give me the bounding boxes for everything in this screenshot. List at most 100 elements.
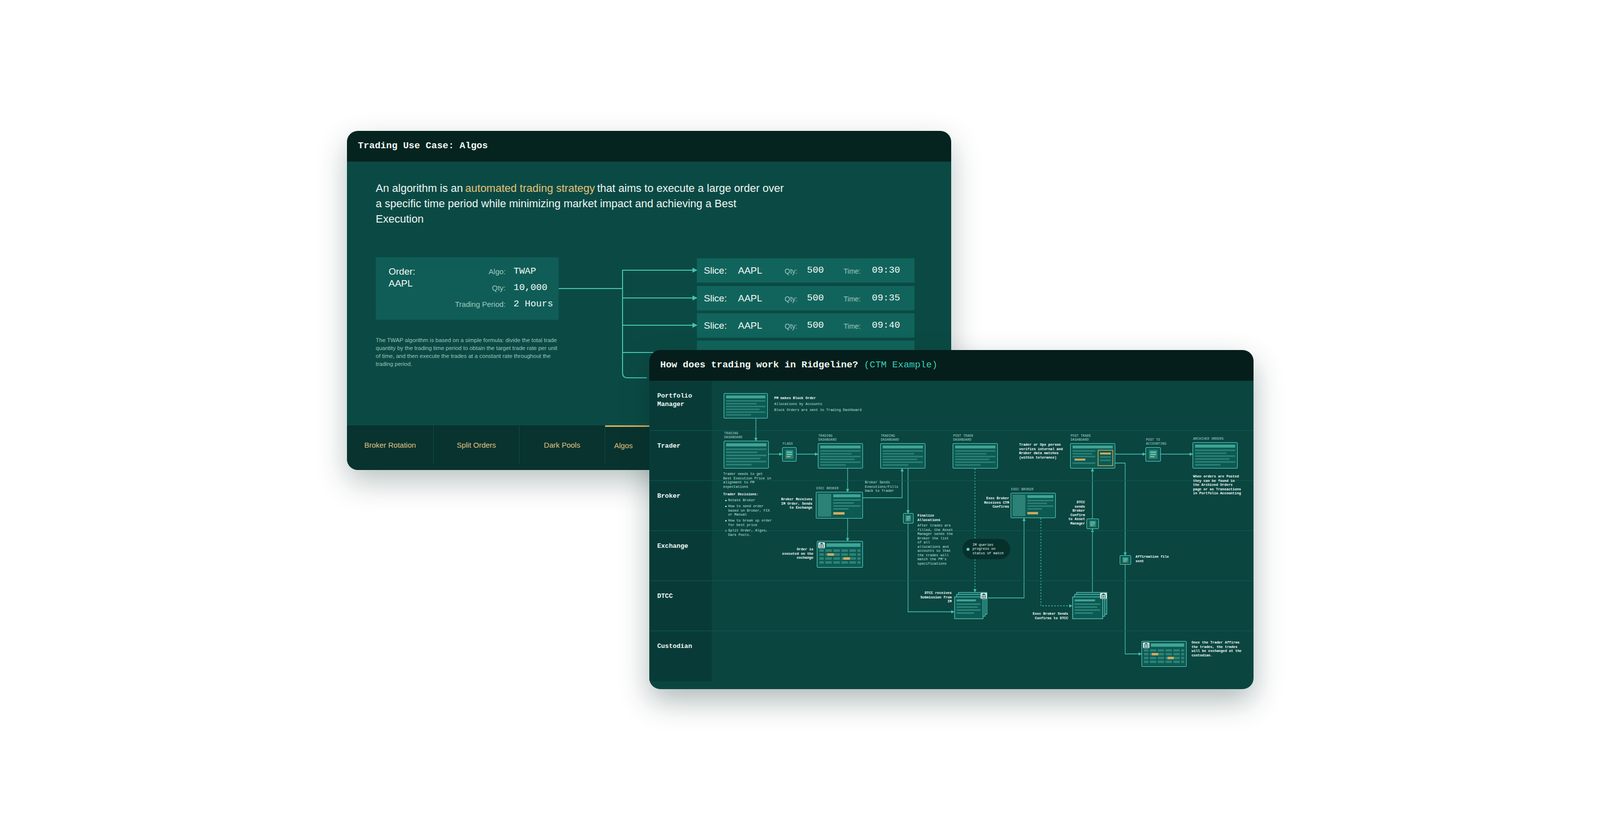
thumbnail-art [782,447,797,461]
slice-box: Slice:AAPLQty:500Time:09:35 [696,285,915,311]
text-holder: Trading Period: [405,298,506,310]
text-holder: Algo: [425,265,506,278]
text-holder: 500 [806,292,837,304]
text-holder: EXEC BROKER [816,486,847,491]
text-holder: 500 [806,319,837,332]
thumbnail-art [816,492,863,518]
thumbnail-art [954,591,988,620]
label-text: Exec Broker Receives CTM Confirms [980,496,1010,510]
label-text: 09:35 [871,292,912,304]
title-row: How does trading work in Ridgeline?(CTM … [660,359,938,371]
label-text: Slice: [703,319,739,332]
label-text: Broker Receives IM Order, Sends to Excha… [775,497,813,511]
text-holder: 09:30 [871,264,912,277]
dashboard-thumbnail: POST TRADE DASHBOARD [952,443,998,469]
step-icon: POST TO ACCOUNTING [1145,447,1161,462]
card-panel: How does trading work in Ridgeline?(CTM … [649,349,1254,689]
label-text: Order is executed on the exchange [780,547,814,561]
label-text: 10,000 [513,282,558,294]
label-text: TWAP [513,265,558,278]
note-text: The TWAP algorithm is based on a simple … [375,336,560,368]
thumbnail-art [818,443,863,468]
thumbnail-art [785,450,794,459]
label-text: POST TRADE DASHBOARD [1070,434,1093,443]
text-holder: DTCC sends Broker Confirm to Asset Manag… [1065,500,1086,526]
label-text: Algo: [425,265,506,278]
thumbnail-art [1072,592,1107,619]
thumbnail-art [882,445,923,466]
intro-paragraph: An algorithm is an automated trading str… [375,180,788,227]
text-holder: Trader [657,441,707,451]
label-text: Trader or Ops person verifies internal a… [1019,442,1068,460]
connector [558,288,697,298]
text-holder: AAPL [738,264,778,277]
text-holder: Qty: [784,266,805,277]
dashboard-thumbnail: PM makes Block OrderAllocations by Accou… [723,393,768,419]
thumbnail-art [953,443,998,468]
text-holder: 500 [806,264,837,277]
text-holder: TRADING DASHBOARD [880,434,903,443]
label-text: ARCHIVED ORDERS [1193,437,1243,442]
label-text: Trader Decisions: [723,492,772,497]
text-holder: When orders are Posted they can be found… [1193,474,1243,496]
label-text: POST TO ACCOUNTING [1145,438,1168,447]
label-text: TRADING DASHBOARD [724,431,746,440]
label-text: Qty: [784,266,805,277]
thumbnail-art [817,493,861,517]
label-text: Qty: [425,282,506,294]
swimlane: DTCCDTCC receives Submission from IMExec… [649,580,1254,631]
text-holder: AAPL [388,277,439,289]
broker-screen: EXEC BROKERExec Broker Receives CTM Conf… [1010,492,1056,518]
text-holder: Trading Use Case: Algos [357,140,656,152]
connector [558,288,697,326]
thumbnail-art [1195,444,1236,466]
label-text: Broker Rotation [364,440,416,450]
label-text: Qty: [784,293,805,304]
text-holder: Qty: [784,293,805,304]
swimlane: TraderTRADING DASHBOARDTrader needs to g… [649,430,1254,481]
label-text: Trader [657,441,707,451]
thumbnail-art [954,592,987,619]
branch-line [622,352,647,378]
label-text: Broker [657,491,707,501]
thumbnail-art [1148,450,1158,459]
text-holder: Once the Trader Affirms the trades, the … [1191,640,1247,658]
thumbnail-art [955,445,996,466]
label-text: PM makes Block Order [774,396,904,401]
text-holder: Affirmation file sent [1135,554,1171,564]
label-text: Slice: [703,292,739,304]
thumbnail-art [1142,641,1187,667]
thumbnail-art [1012,494,1054,516]
text-holder: Rotate Broker [728,498,773,503]
label-text: DTCC receives Submission from IM [916,590,952,604]
thumbnail-art [905,514,912,522]
text-holder: 2 Hours [513,298,558,310]
label-text: Trading Period: [405,298,506,310]
label-text: AAPL [738,319,778,332]
label-text: 09:40 [871,319,912,332]
thumbnail-art [1142,642,1185,665]
step-icon: Finalize AllocationsAfter trades are fil… [903,513,914,524]
label-text: EXEC BROKER [816,486,847,491]
label-text: Broker Sends Executions/Fills back to Tr… [864,480,900,494]
text-holder: Exec Broker Sends Confirms to DTCC [1026,611,1069,621]
label-text: Exchange [657,541,707,551]
label-text: Dark Pools [543,440,580,450]
thumbnail-art [1086,518,1099,529]
thumbnail-art [817,541,863,568]
exchange-table: Order is executed on the exchange [816,540,863,568]
swimlane: ExchangeOrder is executed on the exchang… [649,530,1254,581]
broker-screen: EXEC BROKERBroker Receives IM Order, Sen… [815,491,863,519]
label-text: When orders are Posted they can be found… [1193,474,1243,496]
label-text: Rotate Broker [728,498,773,503]
tab: Split Orders [433,425,520,464]
dashboard-thumbnail: POST TRADE DASHBOARDTrader or Ops person… [1070,443,1116,469]
label-text: How to send order based on Broker, FIX o… [728,504,773,517]
dashboard-thumbnail: TRADING DASHBOARD [880,443,926,469]
text-holder: After trades are filled, the Asset Manag… [917,523,954,566]
text-holder: EXEC BROKER [1011,487,1041,492]
status-pill: IM queries progress on status of match [962,538,1011,560]
text-holder: Slice: [703,319,739,332]
text-holder: Slice: [703,264,739,277]
label-text: Affirmation file sent [1135,554,1171,564]
